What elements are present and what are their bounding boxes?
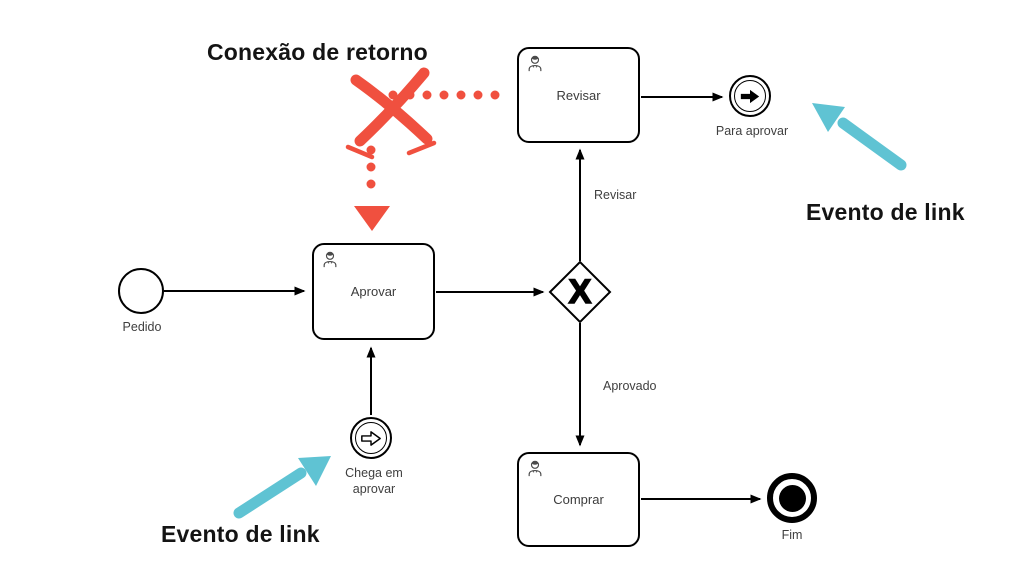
link-catch-label: Chega em aprovar	[345, 466, 403, 497]
task-revisar: Revisar	[517, 47, 640, 143]
task-aprovar: Aprovar	[312, 243, 435, 340]
exclusive-gateway-marker: X	[568, 272, 592, 312]
link-event-ring	[355, 422, 387, 454]
link-arrow-filled-icon	[740, 89, 760, 103]
end-event	[767, 473, 817, 523]
link-throw-event	[729, 75, 771, 117]
link-arrow-outline-icon	[361, 430, 381, 446]
start-event	[118, 268, 164, 314]
user-icon	[525, 54, 545, 74]
link-catch-event	[350, 417, 392, 459]
link-event-ring	[734, 80, 766, 112]
teal-arrow-top-icon	[812, 103, 907, 171]
exclusive-gateway-shape	[548, 260, 612, 324]
annotation-link-event-top: Evento de link	[806, 199, 965, 225]
red-x-icon	[345, 67, 437, 160]
start-event-label: Pedido	[122, 320, 162, 334]
teal-arrow-bottom-icon	[233, 456, 331, 519]
flow-label-revisar: Revisar	[594, 188, 637, 202]
red-arrowhead-icon	[354, 206, 390, 231]
user-icon	[525, 459, 545, 479]
link-throw-label: Para aprovar	[715, 124, 789, 138]
task-label: Revisar	[556, 87, 601, 103]
flow-label-aprovado: Aprovado	[603, 379, 657, 393]
task-comprar: Comprar	[517, 452, 640, 547]
terminate-disc-icon	[778, 484, 806, 512]
task-label: Aprovar	[350, 284, 397, 299]
annotation-return-connection: Conexão de retorno	[207, 39, 428, 65]
red-dotted-connector	[366, 90, 517, 206]
end-event-label: Fim	[781, 528, 803, 542]
task-label: Comprar	[553, 492, 604, 507]
user-icon	[320, 250, 340, 270]
annotation-link-event-bottom: Evento de link	[161, 521, 320, 547]
